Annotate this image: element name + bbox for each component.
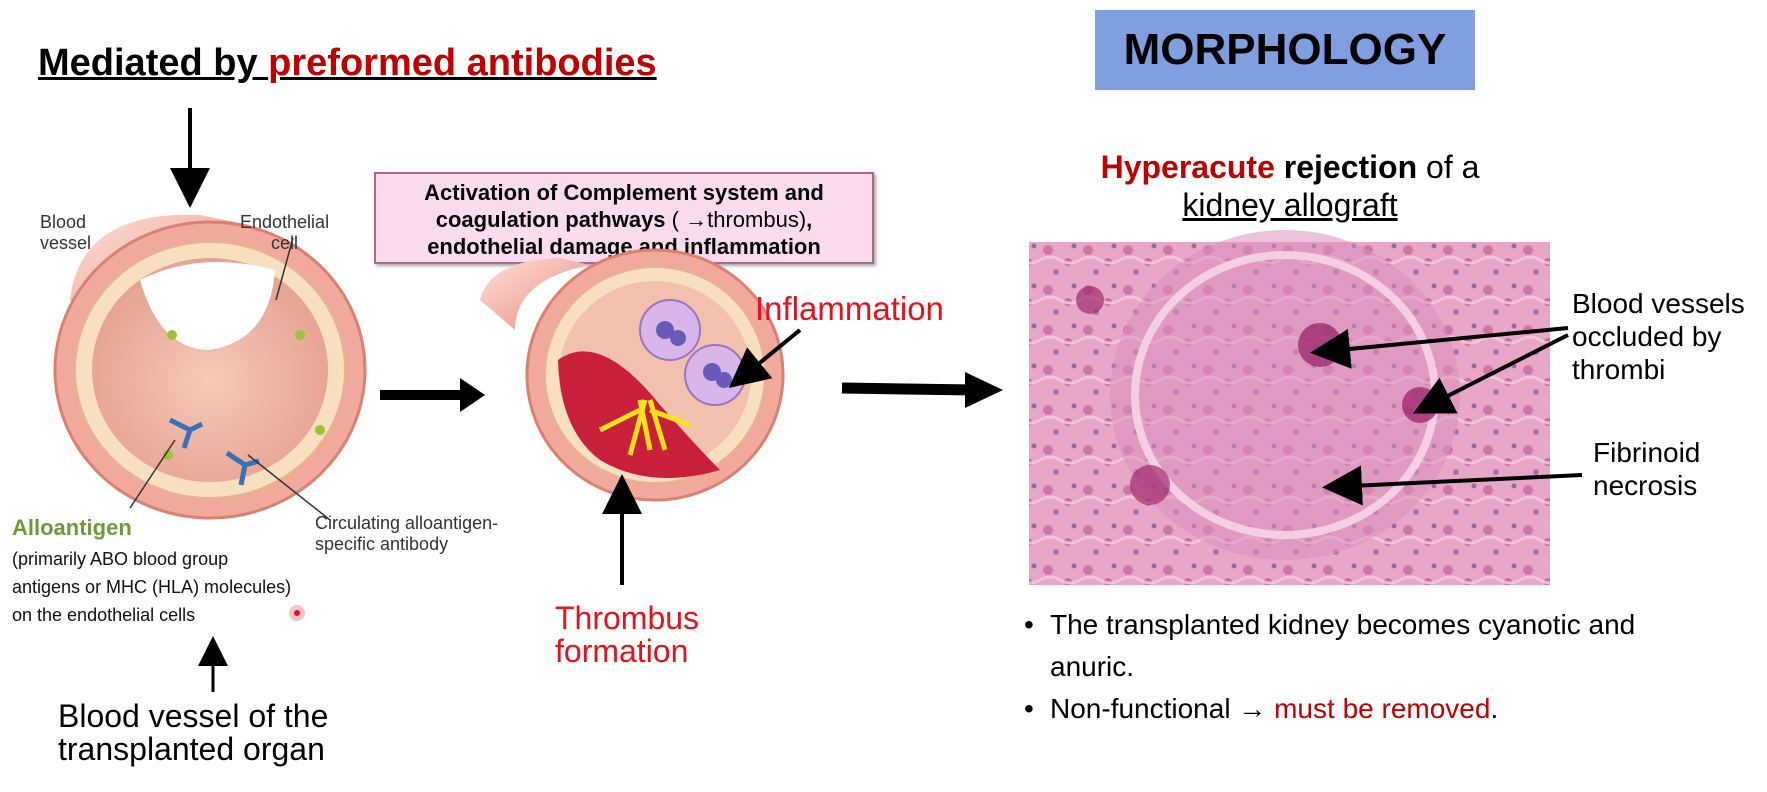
bullet-list: •The transplanted kidney becomes cyanoti… (1022, 604, 1642, 730)
alloantigen-description: (primarily ABO blood group antigens or M… (12, 549, 292, 625)
bullet-2-highlight: must be removed (1274, 693, 1491, 724)
alloantigen-title: Alloantigen (12, 515, 132, 540)
bullet-2-prefix: Non-functional → (1050, 693, 1275, 724)
page-title: Mediated by preformed antibodies (38, 42, 657, 85)
progression-arrow-2 (841, 382, 976, 396)
complement-line2-rest: ( →thrombus) (671, 207, 807, 232)
bullet-item: •Non-functional → must be removed. (1024, 693, 1499, 724)
title-prefix: Mediated by (38, 42, 269, 84)
complement-line1: Activation of Complement system and (424, 180, 824, 205)
title-of-a: of a (1426, 149, 1480, 185)
title-highlight: preformed antibodies (268, 42, 657, 84)
bullet-1-text: The transplanted kidney becomes cyanotic… (1050, 609, 1636, 682)
histology-title: Hyperacute rejection of a kidney allogra… (1030, 148, 1550, 224)
title-hyperacute: Hyperacute (1100, 149, 1275, 185)
inflammation-label: Inflammation (755, 290, 944, 327)
blood-vessel-label: Blood vessel (40, 212, 92, 253)
endothelial-cell-label: Endothelial cell (240, 212, 330, 253)
title-rejection: rejection (1283, 149, 1418, 185)
complement-line2: coagulation pathways (435, 207, 666, 232)
occluded-vessels-label: Blood vessels occluded by thrombi (1572, 288, 1745, 385)
title-kidney-allograft: kidney allograft (1182, 187, 1398, 223)
transplanted-organ-label: Blood vessel of the transplanted organ (58, 698, 329, 767)
thrombus-label: Thrombus formation (555, 600, 700, 669)
bullet-item: •The transplanted kidney becomes cyanoti… (1024, 609, 1636, 682)
bullet-2-end: . (1490, 693, 1499, 724)
morphology-header: MORPHOLOGY (1095, 10, 1475, 90)
blood-vessel-illustration (53, 214, 367, 520)
fibrinoid-necrosis-label: Fibrinoid necrosis (1593, 437, 1701, 501)
thrombosed-vessel-illustration (480, 248, 785, 502)
complement-line2-end: , (806, 207, 813, 232)
circulating-antibody-label: Circulating alloantigen- specific antibo… (315, 513, 499, 554)
histology-micrograph (1029, 230, 1550, 585)
complement-activation-box: Activation of Complement system and coag… (374, 172, 874, 264)
